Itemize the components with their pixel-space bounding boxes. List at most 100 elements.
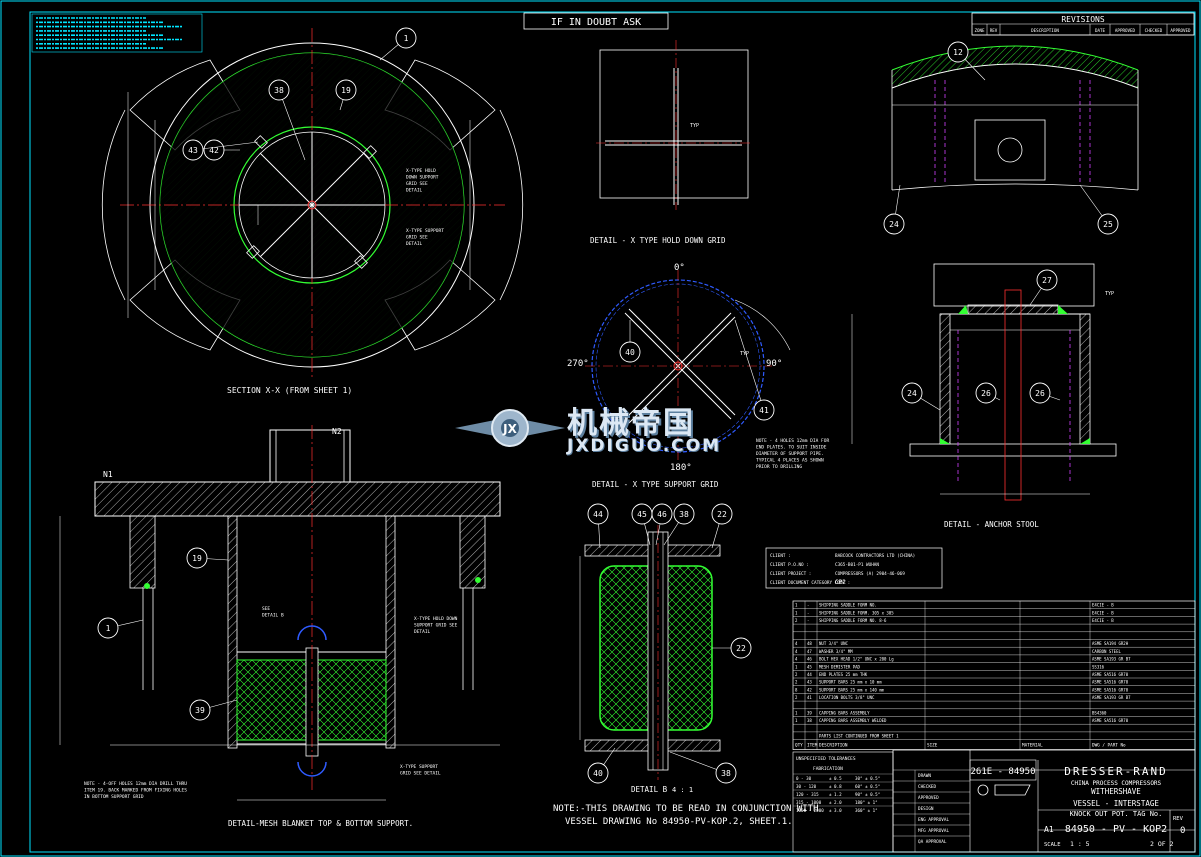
bom-cell: CARBON STEEL: [1092, 649, 1121, 654]
callout-support-note: DIAMETER OF SUPPORT PIPE.: [756, 451, 824, 457]
detail-x-hold-down-view: DETAIL - X TYPE HOLD DOWN GRID: [590, 40, 752, 245]
watermark-logo: JX: [455, 406, 565, 452]
tolerance-linear: ± 3.0: [829, 808, 842, 813]
title-block: 261E - 84950 DRESSER-RAND CHINA PROCESS …: [892, 749, 1196, 853]
item-balloon: [268, 79, 290, 101]
drawing-size: A1: [1044, 825, 1054, 834]
bom-cell: 38: [807, 718, 812, 723]
watermark-cn: 机械帝国: [567, 406, 695, 441]
bom-cell: ASME SA516 GR70: [1092, 718, 1129, 723]
nozzle-n2: N2: [332, 427, 342, 436]
item-balloon-number: 38: [274, 86, 284, 95]
callout-typ: TYP: [1105, 291, 1114, 297]
bom-cell: 1: [795, 711, 798, 716]
callout-x-type-hold: DETAIL: [406, 188, 423, 194]
bom-cell: SS316: [1092, 664, 1105, 669]
title-line-2: KNOCK OUT POT. TAG No.: [1070, 810, 1163, 818]
callout-see-detail-b: SEE: [262, 606, 270, 612]
callout-mesh-note: NOTE - 4-OFF HOLES 12mm DIA DRILL THRU: [84, 781, 187, 787]
bom-cell: 42: [807, 687, 812, 692]
tolerance-linear: ± 0.5: [829, 776, 842, 781]
bom-cell: 4: [795, 649, 798, 654]
item-balloon: [753, 399, 775, 421]
bom-cell: SUPPORT BARS 25 mm x 10 mm: [819, 680, 882, 685]
bom-cell: 2: [795, 672, 798, 677]
item-balloon: [182, 139, 204, 161]
bom-cell: 46: [807, 657, 812, 662]
watermark: JX 机械帝国 JXDIGUO.COM: [455, 398, 755, 468]
section-xx-title: SECTION X-X (FROM SHEET 1): [227, 386, 352, 395]
tolerance-range: 30 - 120: [796, 784, 817, 789]
tolerance-linear: ± 0.8: [829, 784, 842, 789]
callout-x-type-support: X-TYPE SUPPORT: [406, 228, 444, 234]
bom-cell: BS4360: [1092, 711, 1107, 716]
banner-box: [523, 12, 669, 30]
signature-row: DESIGN: [918, 806, 934, 812]
item-balloon: [673, 503, 695, 525]
tolerance-angle: 60° ± 0.5°: [855, 784, 880, 789]
bom-cell: MESH DEMISTER PAD: [819, 664, 861, 669]
bom-cell: E4CIE - B: [1092, 618, 1114, 623]
bom-cell: 45: [807, 664, 812, 669]
item-balloon: [1097, 213, 1119, 235]
item-balloon-number: 39: [195, 706, 205, 715]
item-balloon: [587, 762, 609, 784]
callout-support-note: PRIOR TO DRILLING: [756, 464, 802, 470]
callout-typ: TYP: [690, 123, 699, 129]
bom-cell: BOLT HEX HEAD 1/2" UNC x 200 Lg: [819, 657, 894, 662]
client-value: C365-B01-P1 WUHAN: [835, 562, 879, 568]
mesh-blanket-view: N1 N2 DETAIL-MESH BLANKET TOP & BOTTOM S…: [59, 425, 501, 828]
main-note-line-1: NOTE:-THIS DRAWING TO BE READ IN CONJUNC…: [553, 804, 819, 814]
item-balloon: [651, 503, 673, 525]
company-sub-1: CHINA PROCESS COMPRESSORS: [1071, 780, 1162, 787]
bom-header: MATERIAL: [1022, 743, 1043, 749]
bom-cell: 1: [795, 610, 798, 615]
tolerance-angle: 90° ± 0.5°: [855, 792, 880, 797]
project-no-box: [969, 759, 1037, 781]
bom-cell: -: [807, 610, 809, 615]
revisions-header: DATE: [1095, 28, 1106, 33]
callout-x-type-hold-mesh: SUPPORT GRID SEE: [414, 623, 458, 629]
item-balloon-number: 1: [404, 34, 409, 43]
item-balloon: [947, 41, 969, 63]
tolerance-range: 315 - 1000: [796, 800, 822, 805]
callout-x-type-support: DETAIL: [406, 241, 423, 247]
item-balloon-number: 40: [593, 769, 603, 778]
angle-270: 270°: [567, 359, 589, 369]
client-value: BABCOCK CONTRACTORS LTD (CHINA): [835, 553, 915, 559]
item-balloon: [203, 139, 225, 161]
bom-cell: -: [807, 603, 809, 608]
angle-0: 0°: [674, 263, 685, 273]
bom-cell: CAPPING BARS ASSEMBLY: [819, 711, 870, 716]
angle-90: 90°: [766, 359, 782, 369]
bom-cell: ASME SA516 GR70: [1092, 672, 1129, 677]
item-balloon-number: 19: [341, 86, 351, 95]
bom-cell: 4: [795, 641, 798, 646]
item-balloon-number: 24: [889, 220, 899, 229]
callout-x-type-hold: X-TYPE HOLD: [406, 168, 436, 174]
item-balloon-number: 25: [1103, 220, 1113, 229]
item-balloon-number: 41: [759, 406, 769, 415]
client-block: CLIENT :BABCOCK CONTRACTORS LTD (CHINA)C…: [765, 547, 943, 589]
item-balloon-number: 26: [1035, 389, 1045, 398]
bom-header: SIZE: [927, 743, 938, 749]
bom-cell: SHIPPING SADDLE FORM NO. 8-6: [819, 618, 887, 623]
banner-text: IF IN DOUBT ASK: [551, 17, 641, 28]
item-balloon-number: 27: [1042, 276, 1052, 285]
bom-cell: WASHER 3/4" MM: [819, 649, 853, 654]
bom-cell: ASME SA516 GR70: [1092, 687, 1129, 692]
item-balloon-number: 45: [637, 510, 647, 519]
mesh-detail-title: DETAIL-MESH BLANKET TOP & BOTTOM SUPPORT…: [228, 819, 413, 828]
parts-list-table: 1-SHIPPING SADDLE FORM NO.E4CIE - B1-SHI…: [792, 600, 1196, 750]
bom-cell: 44: [807, 672, 812, 677]
rev-label: REV: [1173, 816, 1184, 822]
tolerance-angle: 360° ± 1°: [855, 808, 878, 813]
bom-cell: 43: [807, 680, 812, 685]
bom-cell: 48: [807, 641, 812, 646]
item-balloon: [186, 547, 208, 569]
client-label: CLIENT PROJECT :: [770, 571, 811, 577]
bom-cell: LOCATION BOLTS 3/8" UNC: [819, 695, 875, 700]
